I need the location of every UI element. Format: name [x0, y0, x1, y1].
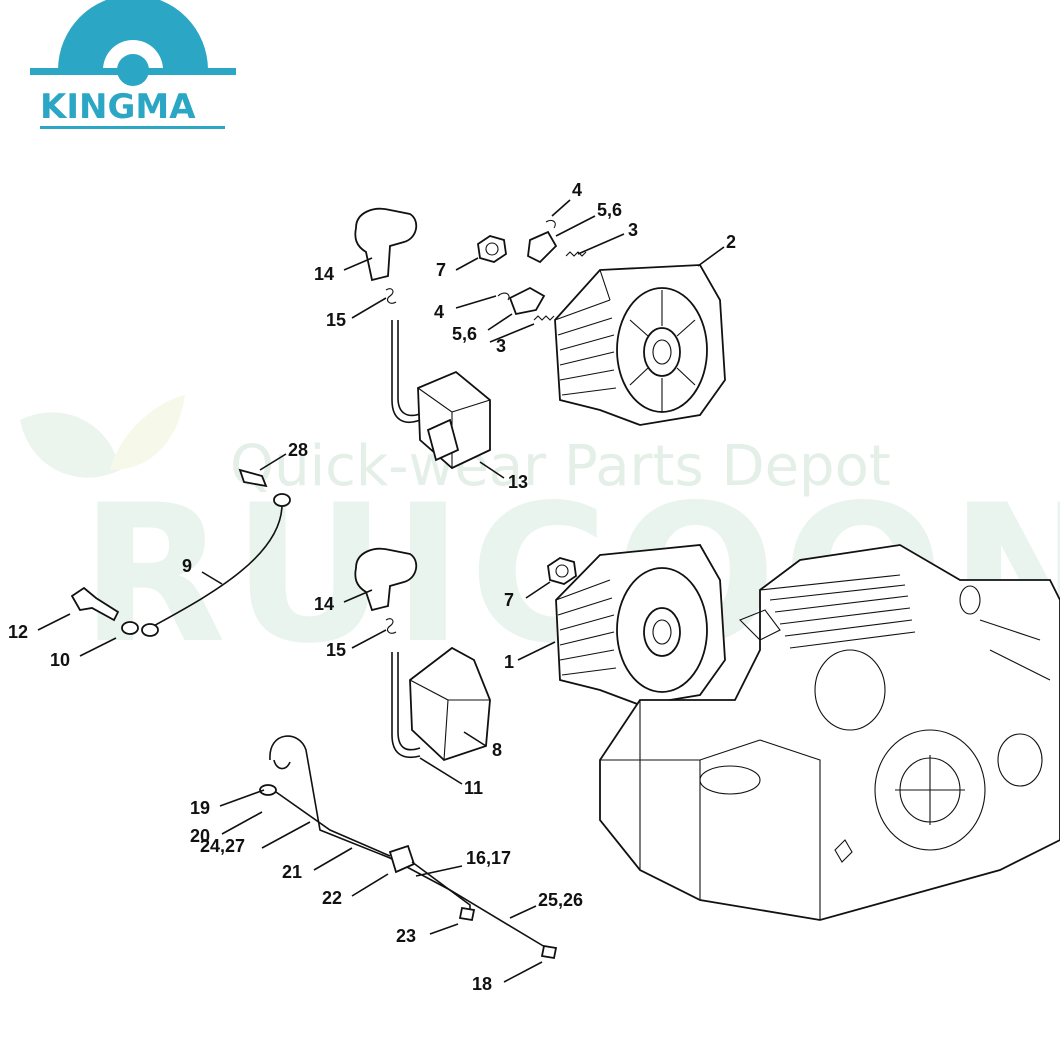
- callout-labels: 2 4 5,6 3 7 14 15 4 5,6 3 13 28 9 12 10 …: [8, 180, 736, 994]
- pawl-lower-assembly: [497, 286, 555, 321]
- ignition-module-lower: [354, 547, 491, 762]
- callout-20: 20: [190, 826, 210, 846]
- callout-4-top: 4: [572, 180, 582, 200]
- callout-23: 23: [396, 926, 416, 946]
- callout-8: 8: [492, 740, 502, 760]
- callout-15-lower: 15: [326, 640, 346, 660]
- callout-7-lower: 7: [504, 590, 514, 610]
- callout-18: 18: [472, 974, 492, 994]
- callout-9: 9: [182, 556, 192, 576]
- callout-3-top: 3: [628, 220, 638, 240]
- callout-5-6-top: 5,6: [597, 200, 622, 220]
- callout-25-26: 25,26: [538, 890, 583, 910]
- leaf-icon: [20, 395, 185, 478]
- callout-19: 19: [190, 798, 210, 818]
- callout-22: 22: [322, 888, 342, 908]
- callout-24-27: 24,27: [200, 836, 245, 856]
- leader-lines: [37, 199, 725, 983]
- logo-underline: [40, 126, 225, 129]
- callout-14-lower: 14: [314, 594, 334, 614]
- callout-1: 1: [504, 652, 514, 672]
- callout-5-6-mid: 5,6: [452, 324, 477, 344]
- nut-upper: [477, 235, 507, 263]
- callout-28: 28: [288, 440, 308, 460]
- gear-icon: [30, 0, 236, 100]
- pawl-upper: [527, 219, 587, 264]
- ignition-module-upper: [354, 207, 491, 470]
- callout-2: 2: [726, 232, 736, 252]
- engine-block: [599, 544, 1060, 921]
- nut-lower: [547, 557, 577, 585]
- callout-13: 13: [508, 472, 528, 492]
- callout-7-top: 7: [436, 260, 446, 280]
- callout-21: 21: [282, 862, 302, 882]
- flywheel-upper: [554, 264, 726, 426]
- watermark-tagline: Quick-wear Parts Depot: [230, 434, 891, 499]
- callout-3-mid: 3: [496, 336, 506, 356]
- callout-11: 11: [464, 778, 483, 798]
- callout-14-top: 14: [314, 264, 334, 284]
- wiring-harness: [259, 735, 558, 960]
- flywheel-lower: [555, 544, 726, 706]
- ground-wire-assembly: [70, 468, 291, 637]
- callout-15-top: 15: [326, 310, 346, 330]
- brand-logo-text: KINGMA: [40, 87, 196, 127]
- callout-10: 10: [50, 650, 70, 670]
- callout-12: 12: [8, 622, 28, 642]
- kingma-logo: KINGMA: [30, 0, 236, 129]
- callout-16-17: 16,17: [466, 848, 511, 868]
- callout-4-mid: 4: [434, 302, 444, 322]
